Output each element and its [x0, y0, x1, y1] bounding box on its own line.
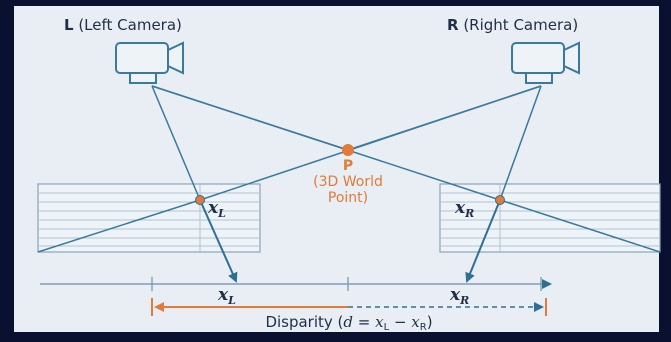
right-image-point-marker: [495, 195, 505, 205]
left-projection-arrow: [199, 199, 238, 283]
world-point-label-line2: Point): [328, 190, 368, 206]
world-point-label-line1: (3D World: [313, 174, 383, 190]
left-image-point-marker: [195, 195, 205, 205]
right-camera-label: R (Right Camera): [447, 16, 578, 34]
world-point-marker: [342, 144, 354, 156]
projection-rays: [37, 85, 661, 253]
left-camera-label: L (Left Camera): [64, 16, 182, 34]
left-camera-icon: [115, 41, 184, 84]
world-point-letter: P: [343, 158, 353, 174]
right-projection-arrow: [465, 199, 501, 283]
right-camera-icon: [511, 41, 580, 84]
left-image-point-label: xL: [207, 198, 226, 220]
disparity-caption: Disparity (d = xL − xR): [265, 313, 432, 333]
right-image-point-label: xR: [454, 198, 474, 220]
right-axis-point-label: xR: [449, 285, 469, 307]
left-axis-point-label: xL: [217, 285, 236, 307]
